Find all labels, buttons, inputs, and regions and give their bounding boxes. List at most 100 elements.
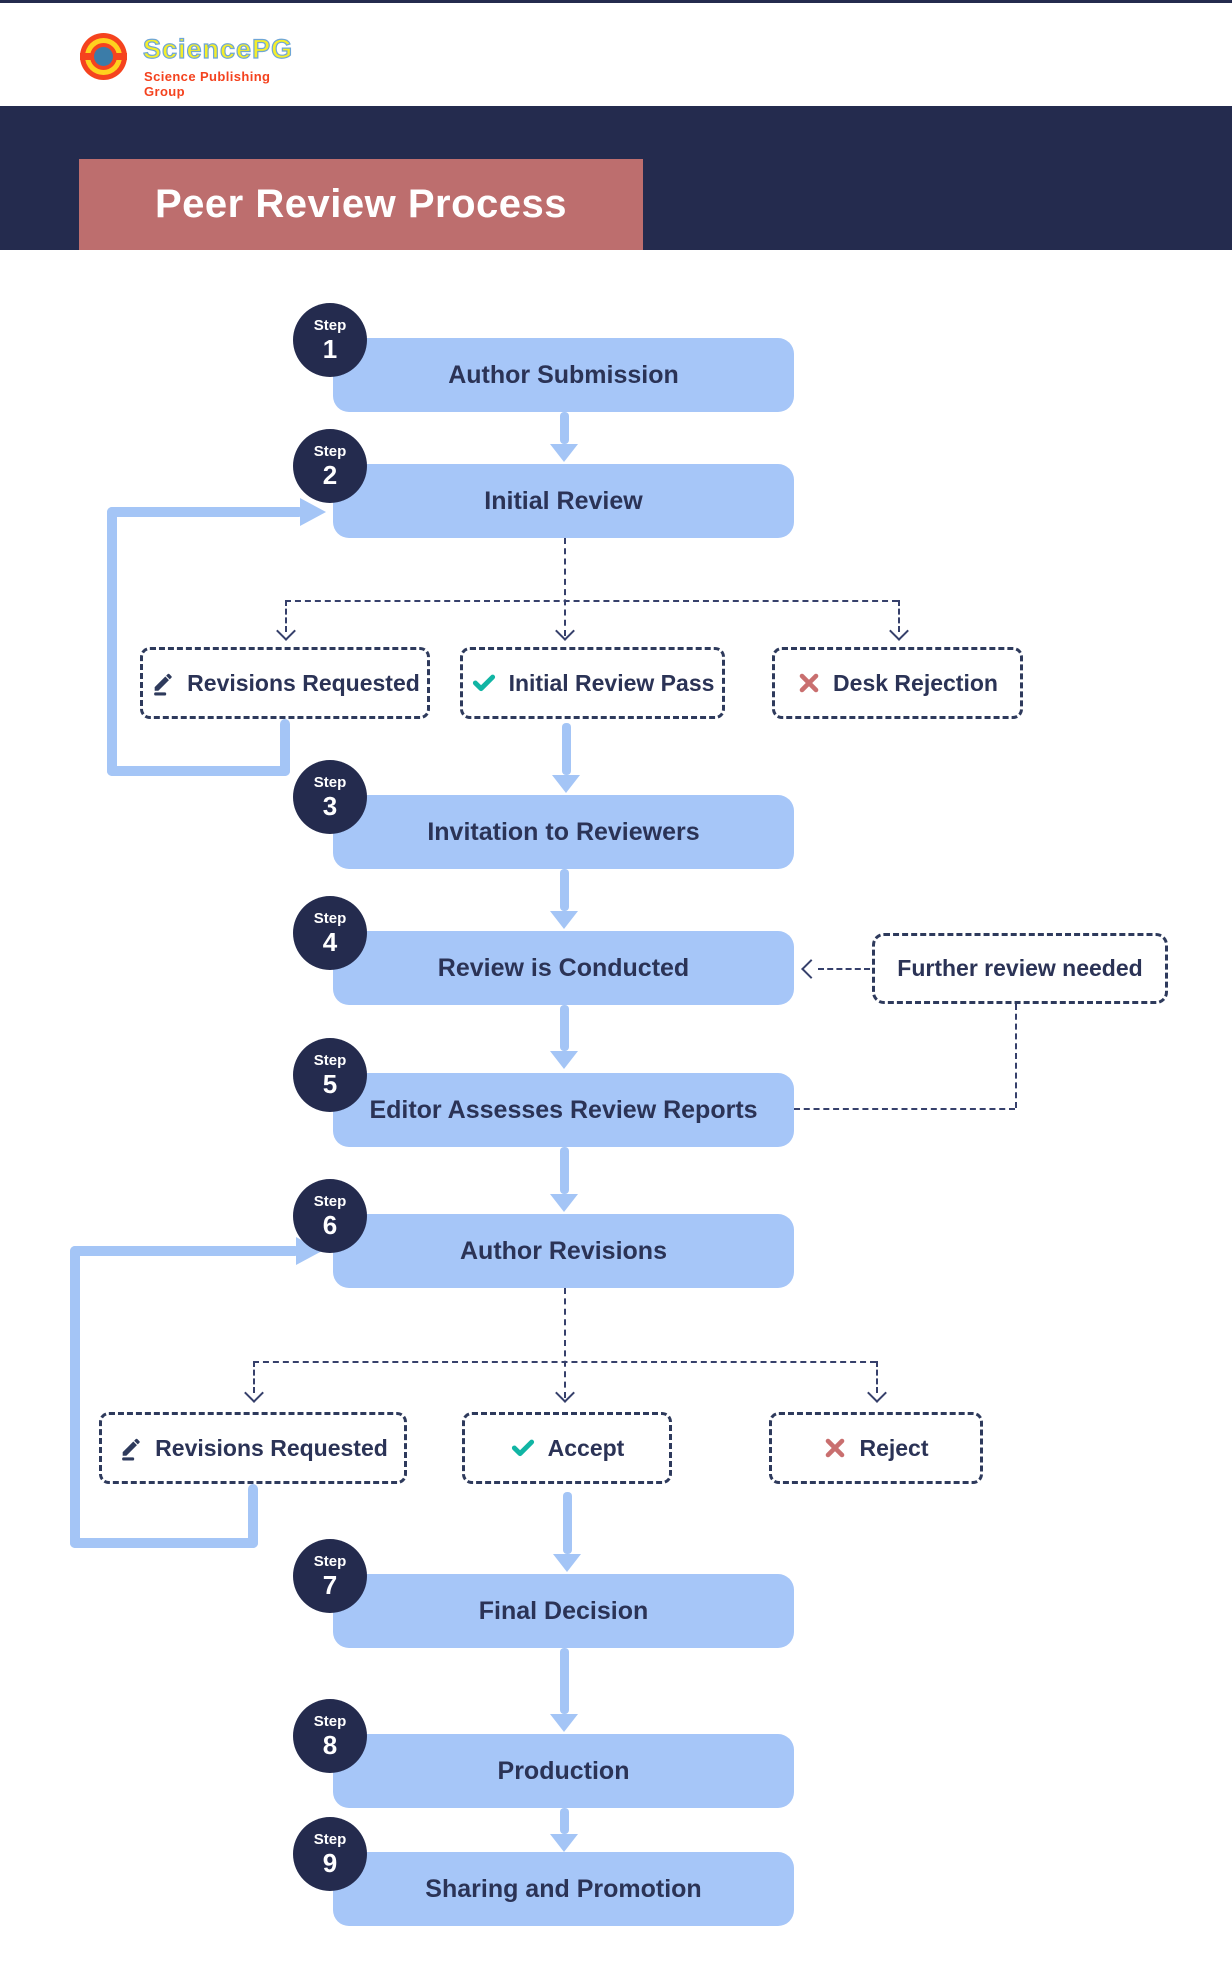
- flow-box-initial-review: Initial Review: [333, 464, 794, 538]
- arrowhead-down-icon: [889, 621, 909, 641]
- step-number: 2: [322, 459, 338, 490]
- branch-label: Accept: [547, 1434, 625, 1461]
- flow-box-final-decision: Final Decision: [333, 1574, 794, 1648]
- flow-box-label: Final Decision: [478, 1596, 649, 1625]
- flow-box-label: Editor Assesses Review Reports: [369, 1095, 758, 1124]
- arrow-line: [560, 412, 569, 444]
- sciencepg-logo: SciencePG Science Publishing Group: [80, 33, 300, 99]
- flow-box-production: Production: [333, 1734, 794, 1808]
- connector-dashed: [564, 1288, 566, 1398]
- logo-core-blue: [94, 47, 113, 66]
- step-number: 4: [322, 926, 338, 957]
- step-badge-7: Step 7: [293, 1539, 367, 1613]
- connector-dashed: [1015, 1004, 1017, 1108]
- step-badge-9: Step 9: [293, 1817, 367, 1891]
- flow-box-label: Sharing and Promotion: [425, 1874, 702, 1903]
- step-prefix: Step: [313, 1831, 347, 1849]
- step-number: 3: [322, 790, 338, 821]
- step-prefix: Step: [313, 443, 347, 461]
- arrow-down-icon: [553, 1554, 581, 1572]
- branch-reject: Reject: [769, 1412, 983, 1484]
- arrow-down-icon: [550, 911, 578, 929]
- page-title-box: Peer Review Process: [79, 159, 643, 250]
- step-badge-2: Step 2: [293, 429, 367, 503]
- connector-dashed: [253, 1361, 876, 1363]
- side-note-further-review: Further review needed: [872, 933, 1168, 1004]
- branch-label: Revisions Requested: [187, 669, 420, 696]
- x-icon: [797, 671, 821, 695]
- connector-dashed: [818, 968, 870, 970]
- step-badge-8: Step 8: [293, 1699, 367, 1773]
- arrow-line: [563, 1492, 572, 1554]
- check-icon: [510, 1435, 536, 1461]
- step-badge-1: Step 1: [293, 303, 367, 377]
- logo-tagline: Science Publishing Group: [144, 69, 271, 99]
- check-icon: [471, 670, 497, 696]
- loop-line: [107, 507, 117, 776]
- connector-dashed: [253, 1361, 255, 1393]
- branch-accept: Accept: [462, 1412, 672, 1484]
- step-number: 5: [322, 1068, 338, 1099]
- arrowhead-down-icon: [555, 1383, 575, 1403]
- loop-line: [280, 719, 290, 776]
- flow-box-editor-assesses: Editor Assesses Review Reports: [333, 1073, 794, 1147]
- step-badge-5: Step 5: [293, 1038, 367, 1112]
- x-icon: [823, 1436, 847, 1460]
- arrow-line: [560, 1648, 569, 1714]
- arrow-right-icon: [300, 498, 326, 526]
- loop-line: [107, 766, 290, 776]
- step-prefix: Step: [313, 1553, 347, 1571]
- flow-box-label: Invitation to Reviewers: [427, 817, 700, 846]
- step-badge-6: Step 6: [293, 1179, 367, 1253]
- step-prefix: Step: [313, 910, 347, 928]
- arrowhead-down-icon: [244, 1383, 264, 1403]
- flow-box-label: Author Revisions: [460, 1236, 667, 1265]
- step-number: 1: [322, 333, 338, 364]
- sciencepg-logo-icon: [80, 33, 127, 80]
- step-prefix: Step: [313, 1713, 347, 1731]
- logo-brand-text: SciencePG: [142, 33, 294, 64]
- flow-box-label: Author Submission: [448, 360, 679, 389]
- arrow-down-icon: [550, 1714, 578, 1732]
- branch-label: Initial Review Pass: [508, 669, 715, 696]
- branch-label: Desk Rejection: [833, 669, 998, 696]
- loop-line: [70, 1246, 80, 1548]
- loop-line: [70, 1246, 300, 1256]
- pencil-icon: [150, 671, 175, 696]
- branch-label: Reject: [859, 1434, 929, 1461]
- arrow-down-icon: [552, 775, 580, 793]
- connector-dashed: [898, 600, 900, 632]
- arrow-down-icon: [550, 444, 578, 462]
- pencil-icon: [118, 1436, 143, 1461]
- connector-dashed: [285, 600, 898, 602]
- flow-box-label: Initial Review: [484, 486, 643, 515]
- loop-line: [70, 1538, 258, 1548]
- branch-desk-rejection: Desk Rejection: [772, 647, 1023, 719]
- step-number: 7: [322, 1569, 338, 1600]
- side-note-label: Further review needed: [897, 955, 1143, 981]
- arrowhead-left-icon: [801, 959, 821, 979]
- connector-dashed: [794, 1108, 1015, 1110]
- flow-box-label: Production: [497, 1756, 630, 1785]
- flow-box-review-is-conducted: Review is Conducted: [333, 931, 794, 1005]
- connector-dashed: [285, 600, 287, 632]
- top-border-strip: [0, 0, 1232, 3]
- step-number: 9: [322, 1847, 338, 1878]
- flow-box-author-submission: Author Submission: [333, 338, 794, 412]
- arrow-line: [562, 723, 571, 775]
- branch-revisions-requested-1: Revisions Requested: [140, 647, 430, 719]
- connector-dashed: [876, 1361, 878, 1393]
- step-number: 6: [322, 1209, 338, 1240]
- arrowhead-down-icon: [867, 1383, 887, 1403]
- arrow-line: [560, 869, 569, 911]
- arrow-line: [560, 1005, 569, 1051]
- arrow-line: [560, 1147, 569, 1194]
- flow-box-sharing-promotion: Sharing and Promotion: [333, 1852, 794, 1926]
- arrow-line: [560, 1808, 569, 1834]
- step-prefix: Step: [313, 1193, 347, 1211]
- flow-box-author-revisions: Author Revisions: [333, 1214, 794, 1288]
- step-prefix: Step: [313, 1052, 347, 1070]
- arrow-down-icon: [550, 1051, 578, 1069]
- arrowhead-down-icon: [555, 621, 575, 641]
